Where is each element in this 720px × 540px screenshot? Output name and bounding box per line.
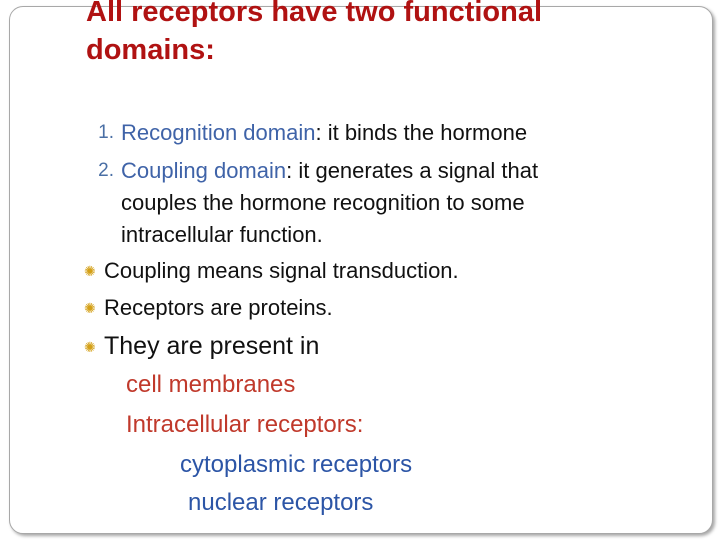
item-text: Recognition domain: it binds the hormone: [121, 118, 641, 148]
item-text-continued: intracellular function.: [121, 222, 323, 247]
term-colon: :: [315, 120, 322, 145]
location-cytoplasmic: cytoplasmic receptors: [180, 451, 413, 478]
item-number: 2.: [98, 160, 114, 181]
location-nuclear: nuclear receptors: [188, 489, 374, 516]
item-text-continued: couples the hormone recognition to some: [121, 190, 525, 215]
item-text: Coupling domain: it generates a signal t…: [121, 156, 641, 186]
item-number: 1.: [98, 122, 114, 143]
term-colon: :: [286, 158, 293, 183]
bullet-item-3: ✺ They are present in: [84, 331, 319, 362]
bullet-text: They are present in: [104, 332, 320, 360]
sun-bullet-icon: ✺: [84, 263, 96, 279]
bullet-text: Receptors are proteins.: [104, 295, 333, 320]
slide-frame: [9, 6, 713, 534]
term-recognition-domain: Recognition domain: [121, 120, 316, 145]
bullet-item-2: ✺ Receptors are proteins.: [84, 293, 333, 323]
slide-title: All receptors have two functional domain…: [86, 0, 543, 66]
sun-bullet-icon: ✺: [84, 339, 96, 355]
sun-bullet-icon: ✺: [84, 300, 96, 316]
bullet-text: Coupling means signal transduction.: [104, 258, 459, 283]
item-rest: it binds the hormone: [321, 120, 528, 145]
item-rest: it generates a signal that: [292, 158, 539, 183]
bullet-item-1: ✺ Coupling means signal transduction.: [84, 256, 459, 286]
location-intracellular: Intracellular receptors:: [126, 411, 364, 438]
location-cell-membranes: cell membranes: [126, 371, 296, 398]
term-coupling-domain: Coupling domain: [121, 158, 287, 183]
